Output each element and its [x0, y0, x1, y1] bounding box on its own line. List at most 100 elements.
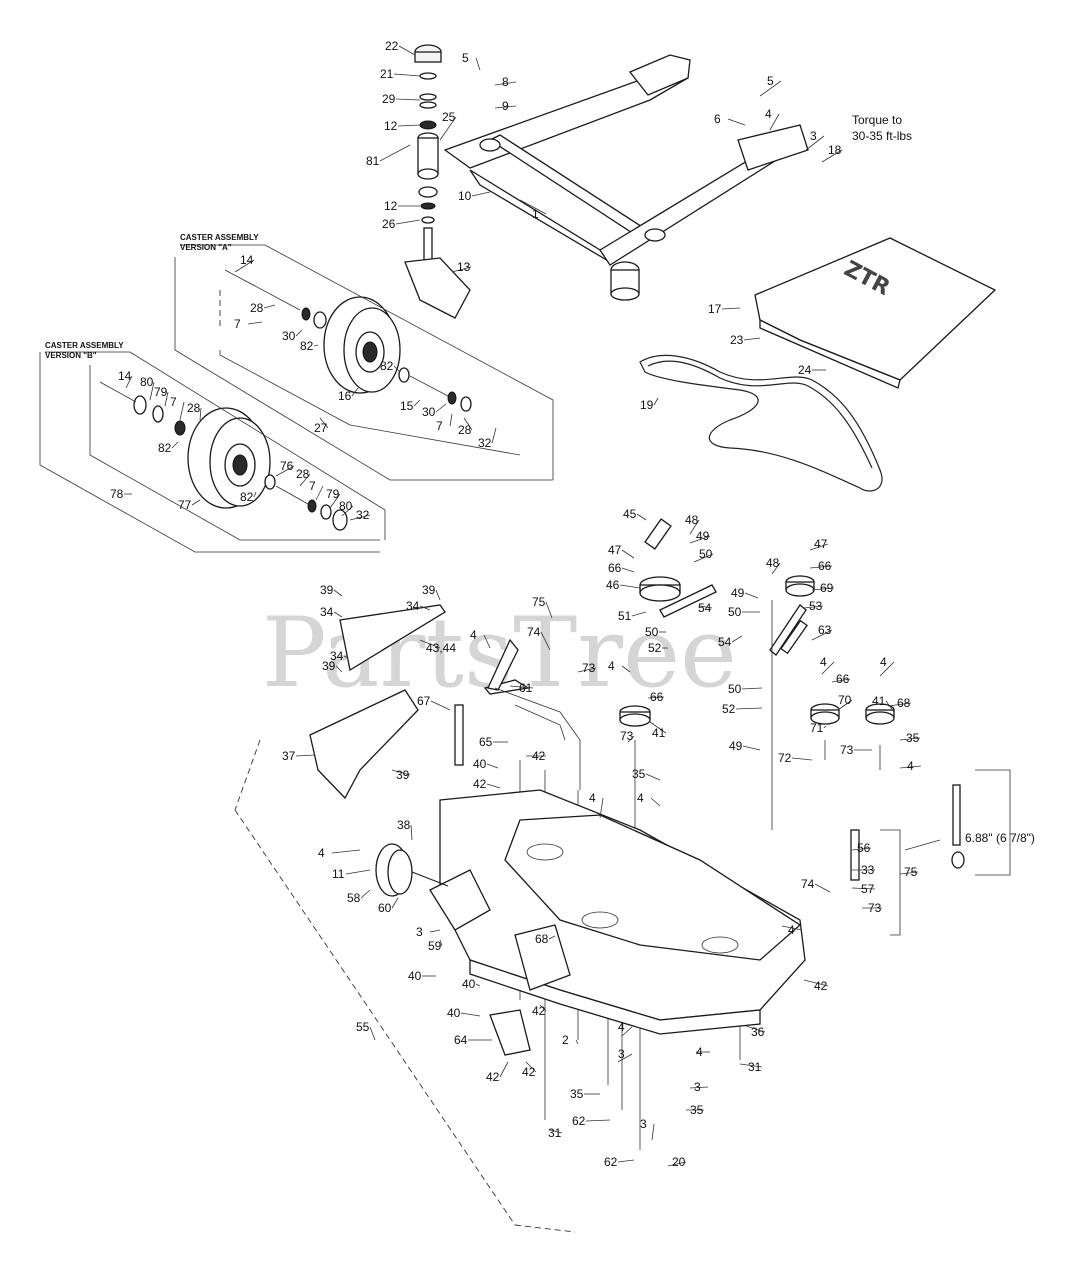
callout-label: 6 [714, 112, 721, 126]
callout-label: 58 [347, 891, 361, 905]
callout-label: 3 [618, 1047, 625, 1061]
callout-label: 3 [694, 1080, 701, 1094]
callout-3: 3 [689, 1080, 709, 1094]
callout-leader [395, 98, 421, 101]
callout-29: 29 [382, 92, 421, 106]
callout-2: 2 [562, 1033, 579, 1047]
callout-label: 39 [422, 583, 436, 597]
callout-21: 21 [380, 67, 421, 81]
callout-label: 50 [699, 547, 713, 561]
callout-label: 10 [458, 189, 472, 203]
callout-leader [837, 699, 853, 711]
callout-80: 80 [339, 499, 354, 517]
callout-43-44: 43,44 [419, 639, 456, 655]
callout-74: 74 [527, 625, 551, 651]
callout-label: 4 [788, 923, 795, 937]
callout-label: 81 [366, 154, 380, 168]
callout-14: 14 [234, 253, 255, 273]
callout-66: 66 [608, 561, 635, 575]
callout-label: 40 [447, 1006, 461, 1020]
callout-label: 82 [240, 490, 254, 504]
callout-73: 73 [577, 661, 597, 675]
callout-label: 30 [422, 405, 436, 419]
callout-leader [398, 45, 416, 56]
callout-leader [721, 307, 741, 310]
callout-40: 40 [408, 969, 436, 983]
callout-leader [811, 587, 835, 591]
callout-leader [494, 105, 517, 109]
callout-12: 12 [384, 119, 421, 133]
callout-leader [885, 700, 895, 713]
callout-label: 11 [332, 867, 345, 881]
callout-34: 34 [330, 649, 349, 663]
callout-label: 36 [751, 1025, 765, 1039]
callout-49: 49 [729, 739, 761, 753]
callout-28: 28 [458, 417, 473, 437]
callout-leader [333, 611, 343, 618]
callout-label: 65 [479, 735, 493, 749]
callout-17: 17 [708, 302, 741, 316]
callout-label: 79 [154, 385, 168, 399]
callout-label: 82 [300, 339, 314, 353]
callout-label: 12 [384, 199, 398, 213]
callout-label: 25 [442, 110, 456, 124]
callout-50: 50 [645, 625, 666, 639]
callout-leader [449, 413, 453, 427]
callout-82: 82 [240, 490, 257, 504]
callout-label: 32 [356, 508, 370, 522]
callout-label: 42 [486, 1070, 500, 1084]
callout-4: 4 [899, 759, 922, 773]
callout-66: 66 [647, 690, 665, 704]
callout-label: 30 [282, 329, 296, 343]
callout-67: 67 [417, 694, 451, 711]
callout-leader [451, 266, 472, 273]
callout-label: 39 [320, 583, 334, 597]
callout-label: 5 [767, 74, 774, 88]
callout-leader [509, 685, 534, 689]
callout-label: 39 [322, 659, 336, 673]
callout-leader [617, 1159, 635, 1163]
callout-leader [791, 757, 813, 761]
callout-label: 34 [320, 605, 334, 619]
callout-7: 7 [234, 317, 263, 331]
callout-label: 74 [801, 877, 815, 891]
callout-leader [379, 144, 411, 162]
callout-61: 61 [509, 681, 534, 695]
callout-leader [647, 696, 665, 699]
callout-4: 4 [820, 655, 835, 675]
callout-label: 48 [685, 513, 699, 527]
callout-leader [739, 1063, 763, 1068]
callout-80: 80 [140, 375, 155, 401]
callout-leader [645, 773, 661, 781]
callout-label: 49 [729, 739, 743, 753]
callout-label: 18 [828, 143, 842, 157]
callout-label: 66 [836, 672, 850, 686]
callout-leader [549, 1129, 563, 1134]
callout-leader [577, 667, 597, 673]
callout-18: 18 [821, 143, 843, 163]
callout-3: 3 [640, 1117, 655, 1141]
callout-58: 58 [347, 889, 371, 905]
callout-4: 4 [765, 107, 780, 131]
callout-leader [475, 57, 481, 71]
callout-leader [343, 655, 349, 659]
callout-10: 10 [458, 189, 491, 203]
callout-leader [831, 678, 851, 683]
callout-label: 17 [708, 302, 722, 316]
callout-label: 49 [731, 586, 745, 600]
callout-leader [821, 661, 835, 675]
callout-leader [887, 702, 912, 707]
callout-label: 33 [861, 863, 875, 877]
callout-leader [125, 375, 133, 389]
callout-42: 42 [803, 979, 829, 993]
callout-label: 41 [872, 694, 886, 708]
callout-75: 75 [532, 595, 553, 619]
callout-label: 4 [608, 659, 615, 673]
callout-label: 68 [897, 696, 911, 710]
callout-label: 35 [690, 1103, 704, 1117]
callout-39: 39 [391, 768, 411, 782]
callout-70: 70 [837, 693, 853, 711]
callout-leader [313, 344, 319, 347]
callout-label: 9 [502, 99, 509, 113]
callout-25: 25 [439, 110, 457, 141]
